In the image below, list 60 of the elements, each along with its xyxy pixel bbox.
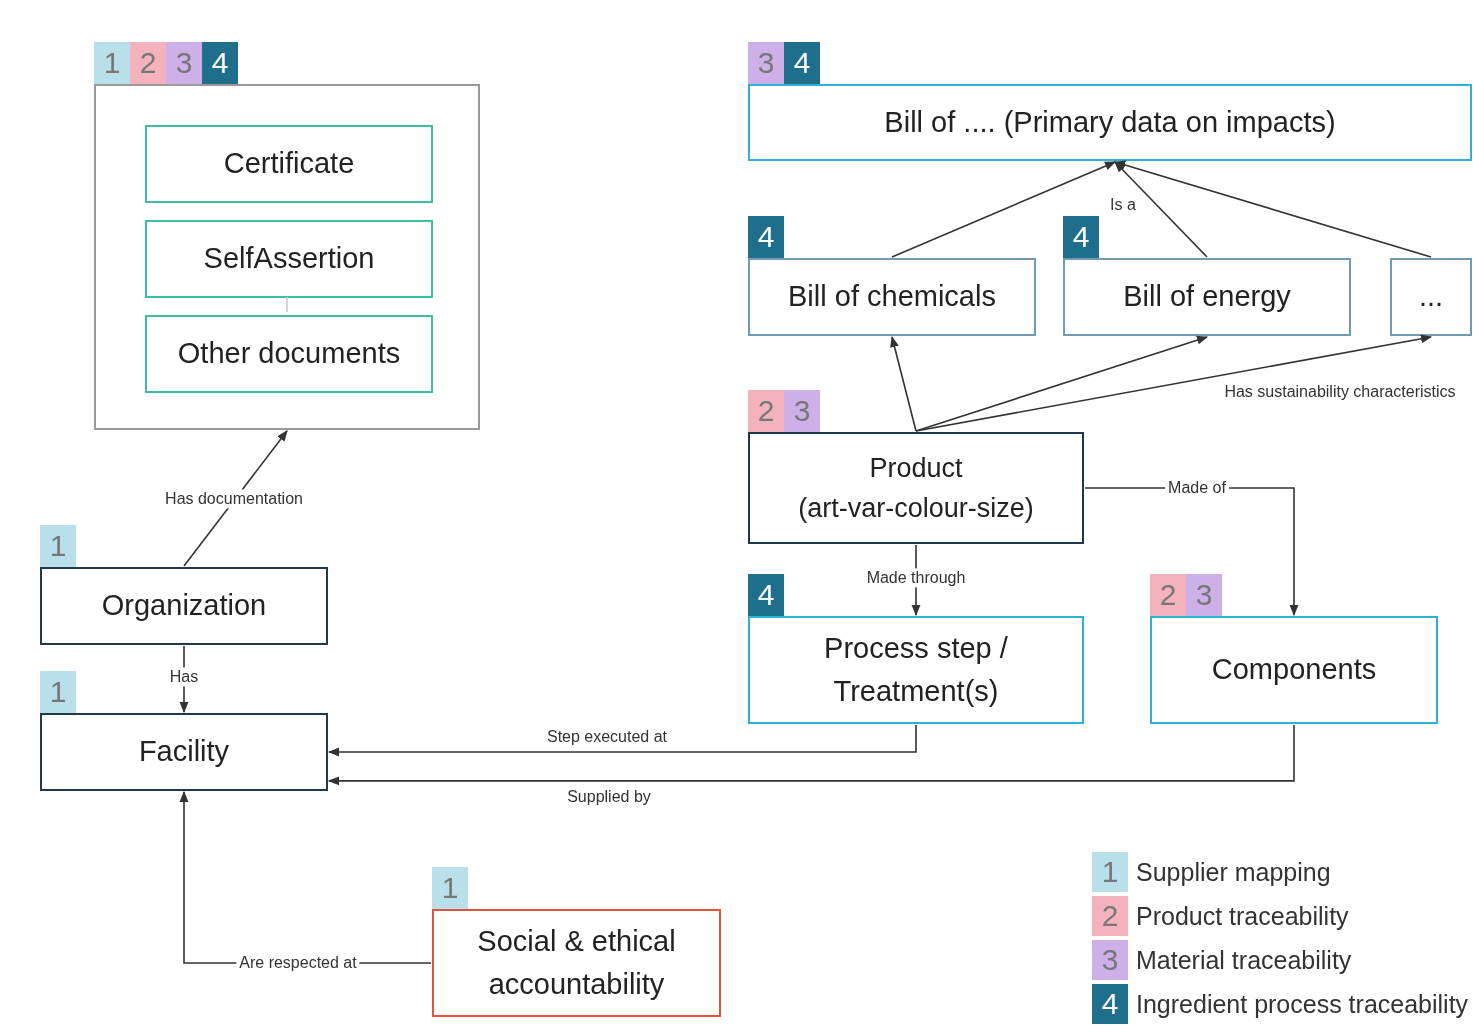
node-label: ... bbox=[1418, 279, 1444, 315]
node-label: Product (art-var-colour-size) bbox=[797, 451, 1035, 525]
node-label: SelfAssertion bbox=[203, 241, 375, 277]
category-tag: 2 bbox=[748, 390, 784, 432]
category-tag: 2 bbox=[130, 42, 166, 84]
connector-arrow bbox=[890, 335, 917, 432]
category-tag: 4 bbox=[202, 42, 238, 84]
entity-box bbox=[748, 616, 1084, 724]
connector-arrow bbox=[915, 335, 1209, 432]
entity-box bbox=[1390, 258, 1472, 336]
node-label: Social & ethical accountability bbox=[476, 923, 677, 1002]
category-tag: 3 bbox=[748, 42, 784, 84]
entity-box bbox=[1063, 258, 1351, 336]
node-label: Components bbox=[1211, 652, 1377, 688]
legend-swatch: 1 bbox=[1092, 852, 1128, 892]
entity-box bbox=[145, 315, 433, 393]
entity-box bbox=[432, 909, 721, 1017]
entity-box bbox=[145, 125, 433, 203]
node-label: Certificate bbox=[223, 146, 355, 182]
category-tag: 1 bbox=[40, 525, 76, 567]
node-label: Organization bbox=[101, 588, 267, 624]
category-tag: 4 bbox=[748, 574, 784, 616]
category-tag: 4 bbox=[784, 42, 820, 84]
entity-box bbox=[748, 432, 1084, 544]
category-tag: 1 bbox=[432, 867, 468, 909]
connector-arrow bbox=[891, 161, 1117, 258]
category-tag: 1 bbox=[40, 671, 76, 713]
legend-label: Supplier mapping bbox=[1136, 857, 1331, 887]
group-box bbox=[94, 84, 480, 430]
legend-swatch: 4 bbox=[1092, 984, 1128, 1024]
node-label: Facility bbox=[138, 734, 230, 770]
legend-swatch: 2 bbox=[1092, 896, 1128, 936]
node-label: Bill of chemicals bbox=[788, 279, 996, 315]
category-tag: 2 bbox=[1150, 574, 1186, 616]
node-label: Bill of energy bbox=[1123, 279, 1291, 315]
entity-box bbox=[1150, 616, 1438, 724]
edge-label: Are respected at bbox=[236, 953, 360, 973]
connector-arrow bbox=[915, 334, 1433, 432]
category-tag: 4 bbox=[1063, 216, 1099, 258]
connector-arrow bbox=[327, 724, 917, 757]
connector-arrow bbox=[1114, 160, 1432, 258]
legend-label: Ingredient process traceability bbox=[1136, 989, 1469, 1019]
entity-box bbox=[145, 220, 433, 298]
node-label: Bill of .... (Primary data on impacts) bbox=[884, 104, 1336, 140]
legend-swatch: 3 bbox=[1092, 940, 1128, 980]
connector-arrow bbox=[1114, 161, 1208, 258]
node-label: Process step / Treatment(s) bbox=[823, 630, 1009, 709]
legend-label: Material traceability bbox=[1136, 945, 1352, 975]
node-label: Other documents bbox=[177, 336, 401, 372]
entity-box bbox=[748, 84, 1472, 161]
category-tag: 3 bbox=[784, 390, 820, 432]
entity-box bbox=[40, 713, 328, 791]
category-tag: 1 bbox=[94, 42, 130, 84]
category-tag: 3 bbox=[1186, 574, 1222, 616]
category-tag: 3 bbox=[166, 42, 202, 84]
legend-label: Product traceability bbox=[1136, 901, 1349, 931]
entity-box bbox=[748, 258, 1036, 336]
connector-arrow bbox=[327, 724, 1295, 786]
category-tag: 4 bbox=[748, 216, 784, 258]
entity-box bbox=[40, 567, 328, 645]
